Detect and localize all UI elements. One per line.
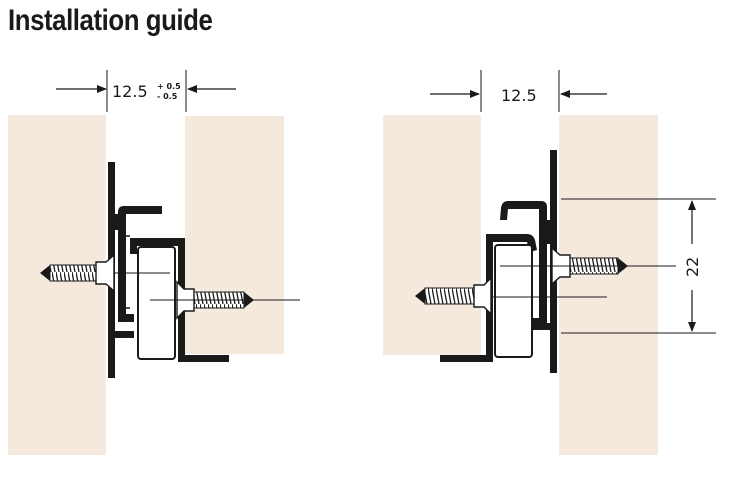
drawer-side-panel	[383, 115, 481, 355]
vertical-dimension: 22	[561, 198, 716, 334]
screw-cabinet	[500, 246, 676, 286]
screw-cabinet	[40, 253, 170, 293]
cabinet-side-panel	[8, 115, 106, 455]
right-dimension: 12.5	[430, 70, 607, 112]
roller	[137, 246, 176, 360]
cabinet-rail	[108, 162, 134, 378]
tolerance-lower: - 0.5	[157, 92, 178, 101]
right-diagram: 12.5 22	[383, 70, 716, 455]
dimension-value: 12.5	[501, 86, 537, 105]
dimension-value: 12.5	[112, 82, 148, 101]
screw-drawer	[415, 276, 607, 316]
vertical-dimension-value: 22	[683, 257, 702, 277]
cabinet-side-panel	[559, 115, 658, 455]
tolerance-upper: + 0.5	[157, 82, 181, 91]
drawer-side-panel	[185, 116, 284, 354]
left-dimension: 12.5 + 0.5 - 0.5	[56, 70, 236, 112]
page-title: Installation guide	[8, 4, 213, 37]
intermediate-rail	[500, 201, 547, 326]
roller	[494, 244, 533, 358]
left-diagram: 12.5 + 0.5 - 0.5	[8, 70, 300, 455]
screw-drawer	[150, 280, 300, 320]
cabinet-rail	[532, 150, 557, 373]
